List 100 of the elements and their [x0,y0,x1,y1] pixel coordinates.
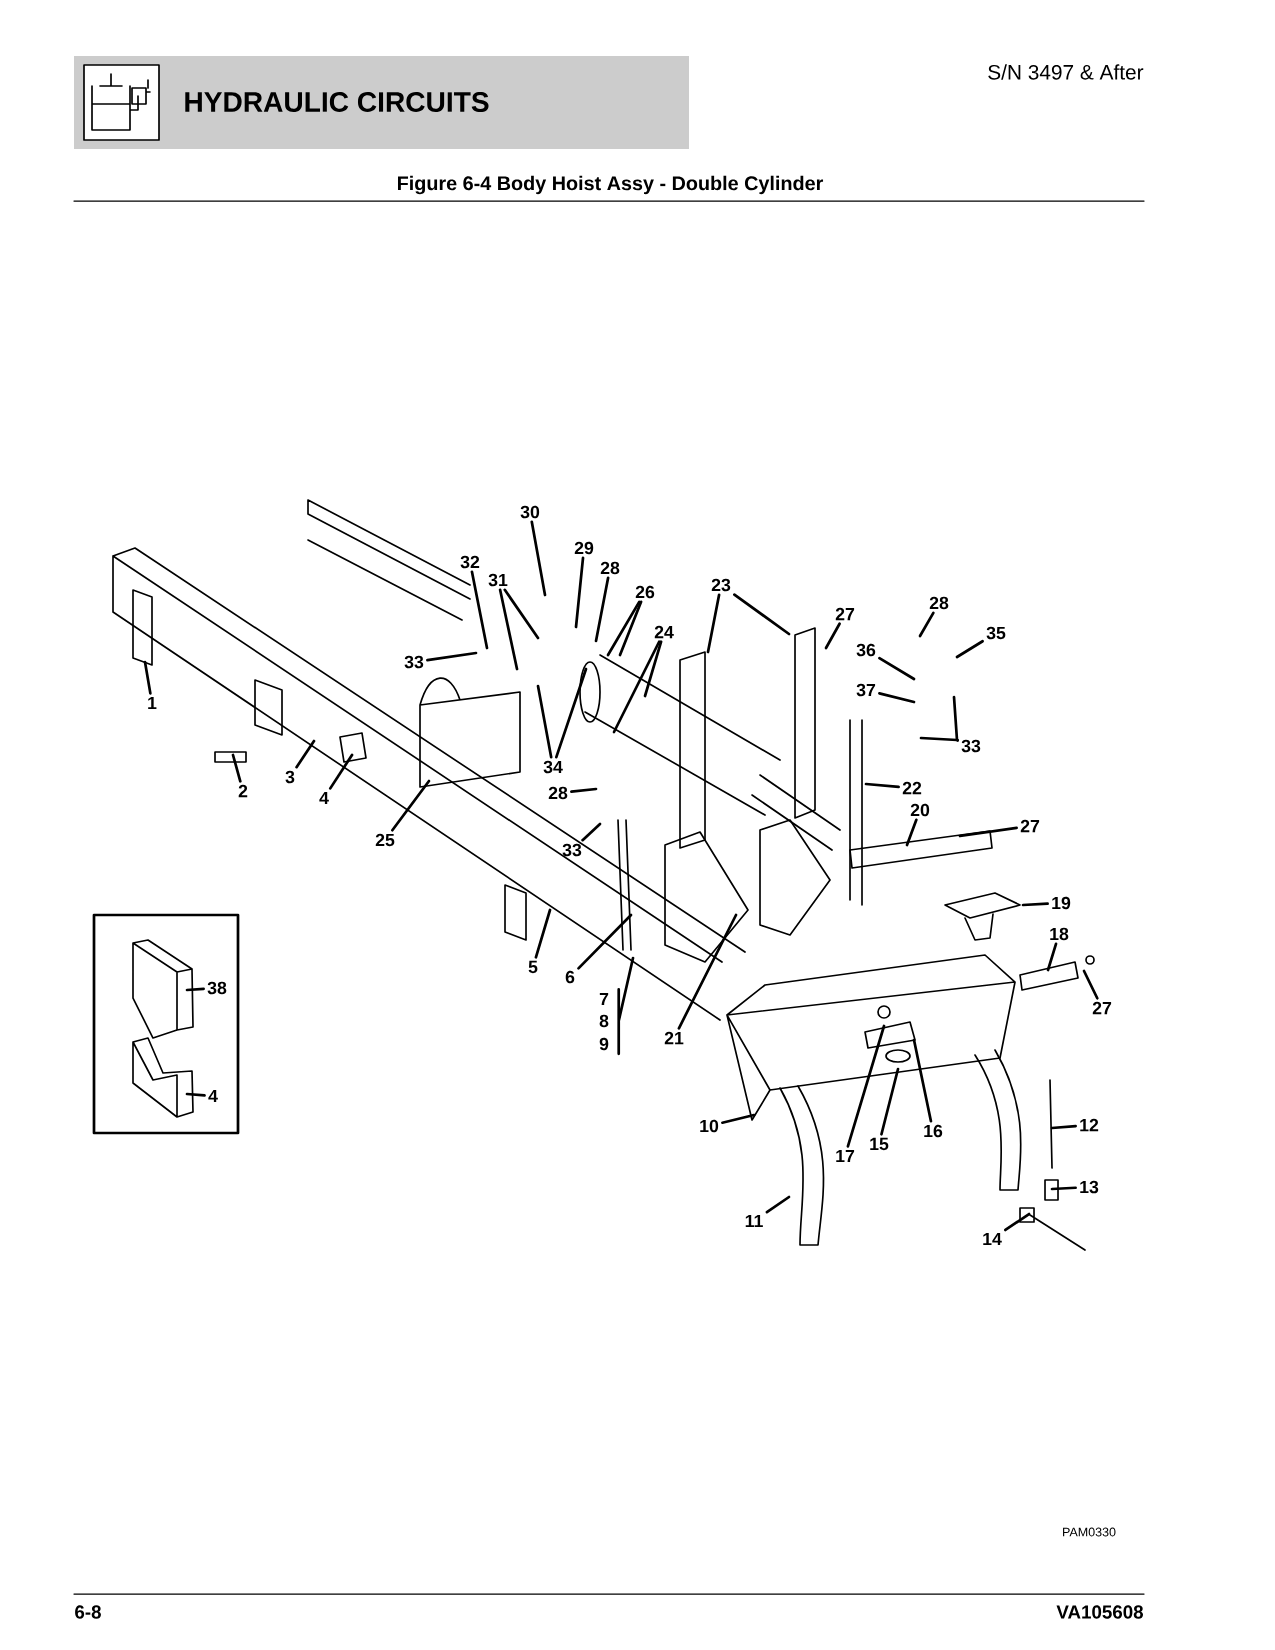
page-number: 6-8 [75,1605,101,1619]
callout-number: 11 [745,1214,763,1228]
figure-caption: Figure 6-4 Body Hoist Assy - Double Cylinder [398,175,824,195]
leader-line [878,656,916,681]
leader-line [534,908,552,959]
leader-line [498,588,519,671]
leader-line [530,520,547,597]
leader-line [864,782,900,789]
callout-number: 27 [1020,819,1040,833]
leader-line [554,667,588,759]
leader-line [912,1038,933,1123]
callout-number: 22 [902,781,922,795]
callout-number: 31 [488,573,508,587]
leader-line [1050,1124,1077,1130]
leader-line [594,576,610,643]
callout-number: 35 [986,626,1006,640]
leader-line [878,692,916,704]
leader-line [952,695,959,742]
callout-number: 34 [543,760,563,774]
callout-number: 20 [910,803,930,817]
leader-line [733,593,791,636]
callout-number: 4 [319,791,329,805]
leader-line [581,822,602,842]
leader-line [1082,969,1099,1000]
callout-number: 33 [404,655,424,669]
callout-number: 6 [565,970,575,984]
leader-line [643,640,663,698]
callout-number: 24 [654,625,674,639]
drawing-code: PAM0330 [1063,1527,1116,1537]
callout-number: 17 [836,1149,855,1163]
callout-number: 25 [375,833,395,847]
leader-line [185,1092,206,1097]
callout-number: 33 [961,739,981,753]
callout-number: 14 [983,1232,1002,1246]
leader-line [846,1024,886,1148]
callout-number: 13 [1080,1180,1099,1194]
callout-number: 27 [1092,1001,1112,1015]
callout-number: 23 [711,578,731,592]
leader-line [328,753,354,790]
leader-line [606,600,641,657]
callout-number: 10 [700,1119,719,1133]
leader-line [905,818,918,847]
leader-line [612,640,661,734]
callout-number: 12 [1080,1118,1099,1132]
callout-number: 1 [148,696,157,710]
leader-line [1004,1212,1031,1232]
leader-line [536,684,553,759]
callout-number: 16 [924,1124,943,1138]
callout-number: 33 [562,843,582,857]
leader-line [958,826,1018,838]
leader-line [618,600,643,657]
leader-line [1021,902,1049,907]
document-number: VA105608 [1056,1605,1143,1619]
leader-line [955,639,984,659]
leader-line [677,913,738,1030]
callout-number: 2 [238,784,248,798]
callout-number: 29 [574,541,594,555]
leader-line [574,556,585,629]
callout-number: 37 [856,683,876,697]
callout-number: 9 [599,1037,609,1051]
leader-line [470,570,489,650]
callout-number: 27 [835,607,855,621]
callout-number: 8 [599,1014,609,1028]
callout-number: 18 [1050,927,1069,941]
leader-line [295,739,316,769]
callout-number: 4 [208,1089,218,1103]
leader-line [570,787,598,793]
serial-note: S/N 3497 & After [988,64,1144,80]
leader-line [503,588,540,640]
leader-line [231,753,242,783]
leader-line [880,1067,900,1136]
leader-line [824,622,841,650]
callout-number: 28 [548,786,568,800]
leader-line [919,736,959,742]
callout-number: 19 [1052,896,1071,910]
callout-number: 15 [870,1137,889,1151]
leader-line [143,660,152,695]
leader-line [1050,1186,1077,1191]
leader-line [1046,942,1058,972]
leader-line [426,651,478,662]
header-banner: HYDRAULIC CIRCUITS [74,56,689,149]
callout-number: 30 [520,505,540,519]
leader-line [390,779,431,832]
callout-number: 5 [528,960,538,974]
leader-line [765,1195,791,1214]
callout-number: 3 [285,770,295,784]
callout-number: 38 [207,981,227,995]
callout-number: 36 [856,643,876,657]
leader-line [577,913,633,970]
leader-line [185,987,205,992]
callout-number: 21 [664,1031,684,1045]
callout-number: 26 [635,585,655,599]
leader-line [706,593,721,654]
callout-number: 28 [600,561,620,575]
callout-number: 28 [929,596,949,610]
leader-line [721,1113,756,1125]
callout-number: 32 [460,555,480,569]
leader-line [617,956,635,1056]
inset-frame [92,913,240,1135]
callout-number: 7 [599,992,609,1006]
